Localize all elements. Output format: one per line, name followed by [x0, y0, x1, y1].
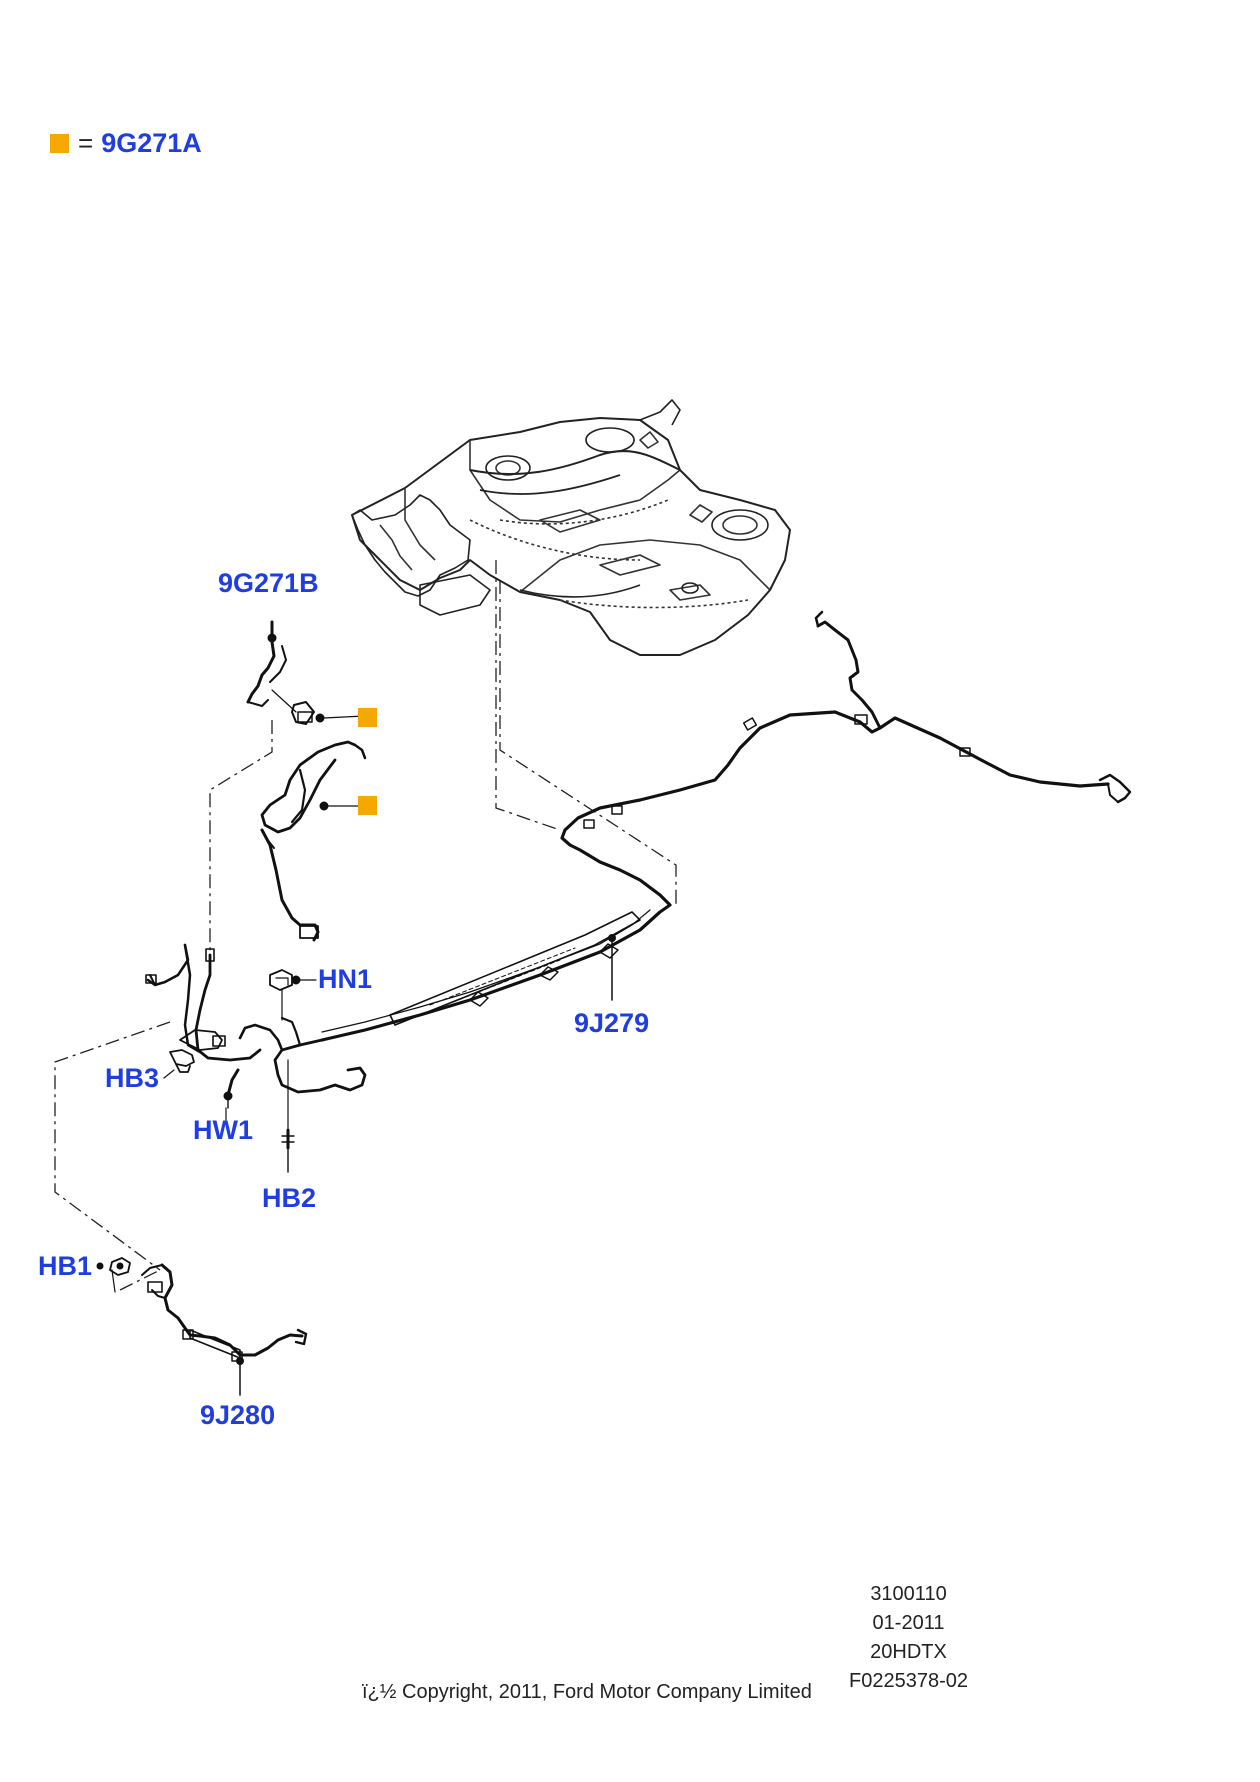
callout-9J279: 9J279: [574, 1008, 650, 1038]
orange-marker-vent-valve: [358, 708, 377, 727]
fuel-tank-illustration: [351, 399, 791, 656]
callout-9G271B: 9G271B: [218, 568, 319, 598]
callout-9J280: 9J280: [200, 1400, 276, 1430]
legend: = 9G271A: [50, 128, 202, 159]
orange-marker-hose-loop: [358, 796, 377, 815]
copyright-notice: ï¿½ Copyright, 2011, Ford Motor Company …: [362, 1681, 812, 1703]
ref-line-2: 01-2011: [872, 1612, 945, 1634]
callout-HN1: HN1: [318, 964, 373, 994]
callout-HB2: HB2: [262, 1183, 317, 1213]
fuel-line-9J280: [96, 1257, 308, 1396]
front-bracket-and-fasteners: [145, 943, 317, 1173]
orange-square-icon: [50, 134, 69, 153]
ref-line-3: 20HDTX: [870, 1641, 947, 1663]
callout-HB3: HB3: [105, 1063, 160, 1093]
drawing-reference-block: 3100110 01-2011 20HDTX F0225378-02: [849, 1580, 968, 1696]
callout-HB1: HB1: [38, 1251, 93, 1281]
callout-HW1: HW1: [193, 1115, 253, 1145]
ref-line-4: F0225378-02: [849, 1670, 968, 1692]
legend-equals: =: [78, 128, 94, 158]
ref-line-1: 3100110: [870, 1583, 947, 1605]
dash-dot-leader-lines: [54, 560, 677, 1291]
hose-assembly-9G271B: [246, 620, 367, 942]
legend-code: 9G271A: [101, 128, 202, 158]
main-fuel-line-9J279: [238, 610, 1132, 1094]
